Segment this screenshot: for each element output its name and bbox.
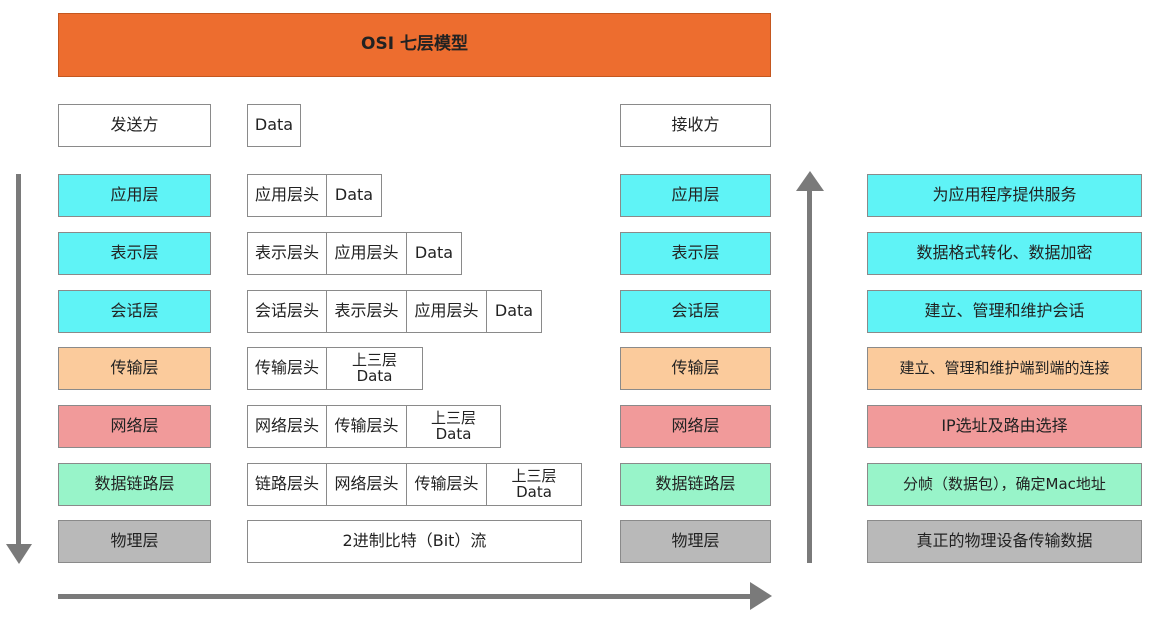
- packet-trans-header: 传输层头: [247, 347, 327, 390]
- packet-app-header: 应用层头: [326, 232, 407, 275]
- diagram-title: OSI 七层模型: [58, 13, 771, 77]
- desc-transport: 建立、管理和维护端到端的连接: [867, 347, 1142, 390]
- receiver-layer-transport: 传输层: [620, 347, 771, 390]
- packet-app-header: 应用层头: [247, 174, 327, 217]
- sender-layer-datalink: 数据链路层: [58, 463, 211, 506]
- packet-pres-header: 表示层头: [326, 290, 407, 333]
- packet-data: Data: [406, 232, 462, 275]
- packet-trans-header: 传输层头: [406, 463, 487, 506]
- receiver-layer-presentation: 表示层: [620, 232, 771, 275]
- packet-link-header: 链路层头: [247, 463, 327, 506]
- arrow-down-shaft: [16, 174, 21, 546]
- packet-app-header: 应用层头: [406, 290, 487, 333]
- packet-upper-data: 上三层 Data: [486, 463, 582, 506]
- desc-application: 为应用程序提供服务: [867, 174, 1142, 217]
- receiver-layer-session: 会话层: [620, 290, 771, 333]
- desc-physical: 真正的物理设备传输数据: [867, 520, 1142, 563]
- receiver-layer-datalink: 数据链路层: [620, 463, 771, 506]
- desc-network: IP选址及路由选择: [867, 405, 1142, 448]
- packet-upper-label: 上三层: [351, 350, 397, 369]
- arrow-up-shaft: [807, 190, 812, 563]
- packet-data-label: Data: [516, 482, 552, 501]
- desc-presentation: 数据格式转化、数据加密: [867, 232, 1142, 275]
- packet-upper-data: 上三层 Data: [406, 405, 501, 448]
- data-label: Data: [247, 104, 301, 147]
- packet-data-label: Data: [435, 424, 472, 443]
- sender-layer-transport: 传输层: [58, 347, 211, 390]
- packet-trans-header: 传输层头: [326, 405, 407, 448]
- desc-datalink: 分帧（数据包），确定Mac地址: [867, 463, 1142, 506]
- packet-net-header: 网络层头: [326, 463, 407, 506]
- packet-data-label: Data: [356, 366, 393, 385]
- packet-upper-data: 上三层 Data: [326, 347, 423, 390]
- packet-data: Data: [326, 174, 382, 217]
- packet-bitstream: 2进制比特（Bit）流: [247, 520, 582, 563]
- packet-upper-label: 上三层: [511, 466, 557, 485]
- sender-layer-session: 会话层: [58, 290, 211, 333]
- receiver-label: 接收方: [620, 104, 771, 147]
- arrow-right-icon: [750, 582, 772, 610]
- sender-layer-physical: 物理层: [58, 520, 211, 563]
- packet-pres-header: 表示层头: [247, 232, 327, 275]
- sender-layer-network: 网络层: [58, 405, 211, 448]
- receiver-layer-application: 应用层: [620, 174, 771, 217]
- packet-sess-header: 会话层头: [247, 290, 327, 333]
- arrow-down-icon: [6, 544, 32, 564]
- packet-data: Data: [486, 290, 542, 333]
- sender-layer-presentation: 表示层: [58, 232, 211, 275]
- arrow-right-shaft: [58, 594, 752, 599]
- receiver-layer-physical: 物理层: [620, 520, 771, 563]
- desc-session: 建立、管理和维护会话: [867, 290, 1142, 333]
- sender-label: 发送方: [58, 104, 211, 147]
- packet-net-header: 网络层头: [247, 405, 327, 448]
- packet-upper-label: 上三层: [430, 408, 476, 427]
- receiver-layer-network: 网络层: [620, 405, 771, 448]
- sender-layer-application: 应用层: [58, 174, 211, 217]
- arrow-up-icon: [796, 171, 824, 191]
